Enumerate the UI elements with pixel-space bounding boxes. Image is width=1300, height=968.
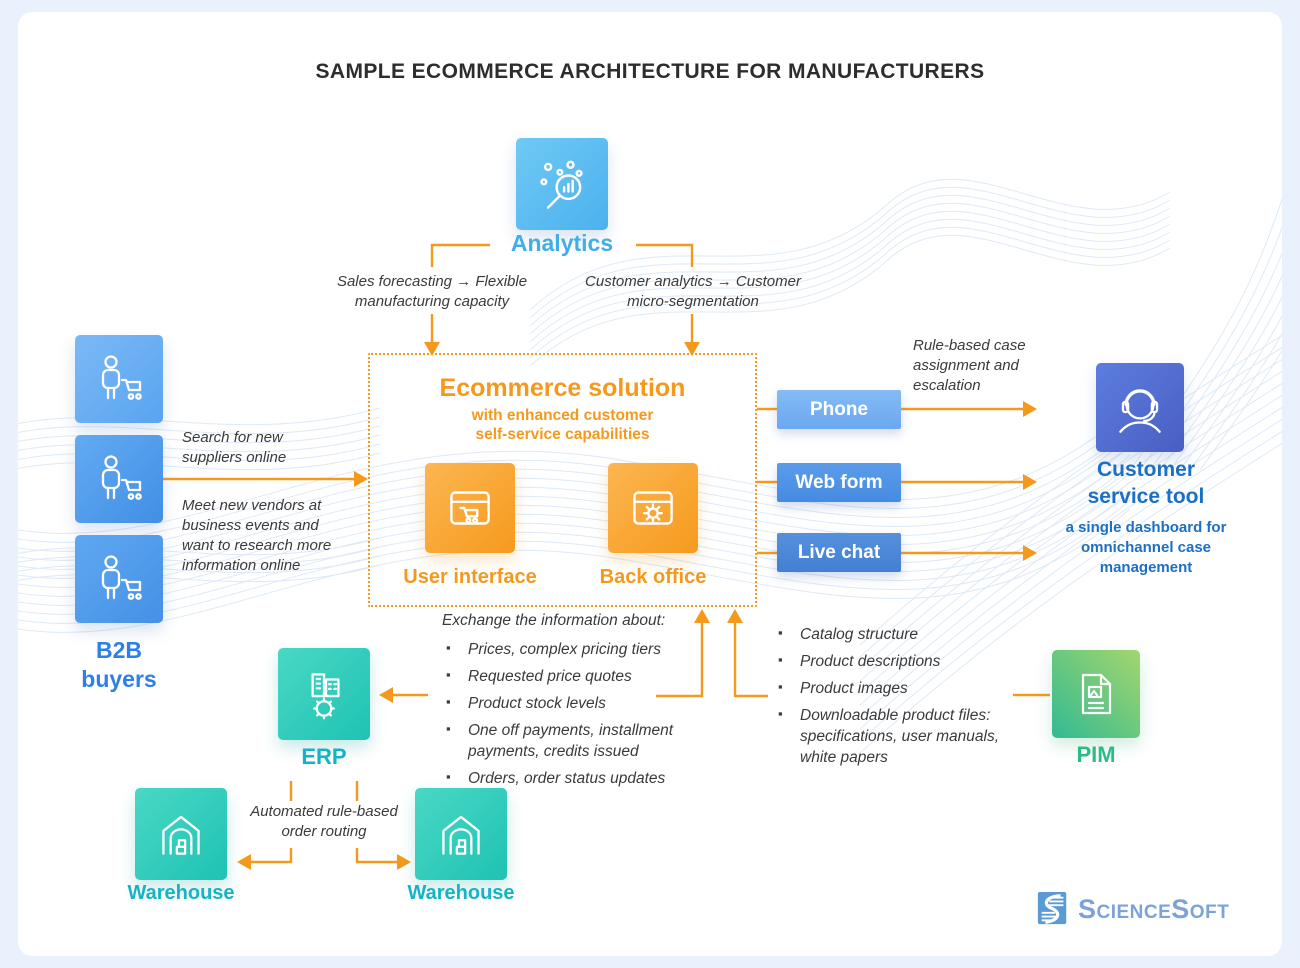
- channel-phone: Phone: [777, 390, 901, 429]
- erp-exchange-list: Prices, complex pricing tiers Requested …: [442, 639, 692, 795]
- headset-agent-icon: [1119, 388, 1161, 433]
- channel-live-chat: Live chat: [777, 533, 901, 572]
- list-item: Product stock levels: [442, 693, 692, 714]
- warehouse-building-icon: [162, 815, 200, 855]
- list-item: Downloadable product files: specificatio…: [774, 705, 1014, 768]
- erp-label: ERP: [301, 744, 347, 769]
- back-office-label: Back office: [599, 566, 707, 588]
- ecommerce-title: Ecommerce solution: [439, 374, 686, 402]
- person-cart-icon: [101, 455, 142, 500]
- magnifier-chart-icon: [540, 160, 583, 209]
- customer-service-title: Customer service tool: [1087, 458, 1205, 509]
- customer-service-description: a single dashboard for omnichannel case …: [1065, 519, 1227, 576]
- meet-vendors-note: Meet new vendors at business events and …: [182, 497, 332, 574]
- customer-service-icon: [1096, 363, 1184, 452]
- sciencesoft-logo-text: ScienceSoft: [1078, 893, 1230, 924]
- building-gear-icon: [311, 673, 340, 720]
- erp-icon: [278, 648, 370, 740]
- ecommerce-subtitle: with enhanced customer self-service capa…: [471, 407, 654, 444]
- person-cart-icon: [101, 355, 142, 400]
- analytics-icon: [516, 138, 608, 230]
- b2b-buyer-icon: [75, 535, 163, 623]
- document-image-icon: [1081, 673, 1112, 715]
- list-item: Orders, order status updates: [442, 768, 692, 789]
- analytics-left-note: Sales forecasting → Flexible manufacturi…: [336, 273, 528, 310]
- b2b-buyer-icon: [75, 335, 163, 423]
- list-item: Product images: [774, 678, 1014, 699]
- browser-gear-icon: [633, 491, 673, 525]
- list-item: One off payments, installment payments, …: [442, 720, 692, 762]
- exchange-list-title: Exchange the information about:: [442, 612, 666, 629]
- sciencesoft-logo: ScienceSoft: [1036, 890, 1229, 928]
- warehouse-left-label: Warehouse: [127, 882, 235, 904]
- search-suppliers-note: Search for new suppliers online: [182, 429, 287, 466]
- back-office-icon: [608, 463, 698, 553]
- sciencesoft-logo-mark: [1037, 892, 1067, 925]
- browser-cart-icon: [450, 491, 490, 525]
- b2b-buyer-icon: [75, 435, 163, 523]
- person-cart-icon: [101, 555, 142, 600]
- warehouse-icon: [135, 788, 227, 880]
- order-routing-note: Automated rule-based order routing: [250, 803, 398, 840]
- b2b-buyers-label: B2B buyers: [81, 637, 157, 692]
- analytics-label: Analytics: [510, 230, 614, 256]
- page-title: SAMPLE ECOMMERCE ARCHITECTURE FOR MANUFA…: [315, 60, 985, 83]
- list-item: Product descriptions: [774, 651, 1014, 672]
- user-interface-icon: [425, 463, 515, 553]
- warehouse-right-label: Warehouse: [407, 882, 515, 904]
- pim-exchange-list: Catalog structure Product descriptions P…: [774, 624, 1014, 774]
- warehouse-icon: [415, 788, 507, 880]
- pim-icon: [1052, 650, 1140, 738]
- list-item: Catalog structure: [774, 624, 1014, 645]
- rule-based-note: Rule-based case assignment and escalatio…: [913, 337, 1026, 394]
- pim-label: PIM: [1076, 742, 1116, 767]
- user-interface-label: User interface: [403, 566, 537, 588]
- list-item: Prices, complex pricing tiers: [442, 639, 692, 660]
- warehouse-building-icon: [442, 815, 480, 855]
- analytics-right-note: Customer analytics → Customer micro-segm…: [585, 273, 801, 310]
- channel-web-form: Web form: [777, 463, 901, 502]
- list-item: Requested price quotes: [442, 666, 692, 687]
